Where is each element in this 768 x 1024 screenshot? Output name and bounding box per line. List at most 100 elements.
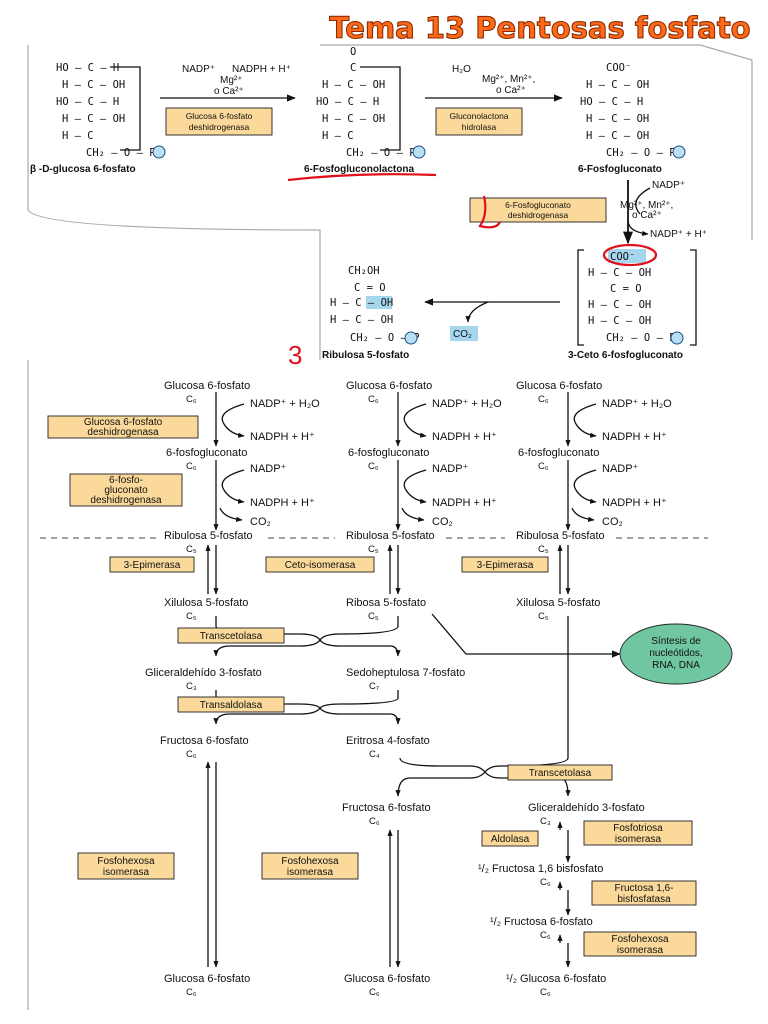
svg-text:H – C – OH: H – C – OH: [588, 299, 651, 311]
svg-text:isomerasa: isomerasa: [287, 867, 334, 878]
svg-text:NADP⁺: NADP⁺: [652, 180, 685, 191]
svg-text:Fosfohexosa: Fosfohexosa: [611, 934, 669, 945]
co2-arrow: [401, 507, 425, 522]
metabolite-product: Ribosa 5-fosfato: [346, 597, 426, 609]
svg-text:H – C – OH: H – C – OH: [586, 130, 649, 142]
svg-text:deshidrogenasa: deshidrogenasa: [189, 122, 250, 132]
molecule-name: Ribulosa 5-fosfato: [322, 350, 409, 361]
enzyme-label: 3-Epimerasa: [477, 560, 534, 571]
molecule-glucose-6-phosphate: HO – C – H H – C – OH HO – C – H H – C –…: [30, 62, 166, 175]
svg-text:NADPH + H⁺: NADPH + H⁺: [232, 64, 291, 75]
enzyme-box: [165, 107, 273, 136]
phosphate-icon: [412, 145, 426, 159]
cofactor-in: NADP⁺: [250, 463, 287, 475]
svg-text:Fosfohexosa: Fosfohexosa: [281, 856, 339, 867]
svg-text:H₂O: H₂O: [452, 64, 471, 75]
co2-label: CO₂: [602, 516, 623, 528]
metabolite-product: Xilulosa 5-fosfato: [164, 597, 248, 609]
metabolite-ru5p: Ribulosa 5-fosfato: [346, 530, 435, 542]
cofactor-in: NADP⁺ + H₂O: [602, 398, 672, 410]
svg-text:Fructosa 1,6-: Fructosa 1,6-: [615, 883, 674, 894]
svg-text:CO₂: CO₂: [453, 329, 472, 340]
cofactor-in: NADP⁺ + H₂O: [250, 398, 320, 410]
svg-text:H – C – OH: H – C – OH: [322, 79, 385, 91]
metabolite-f6p: Fructosa 6-fosfato: [160, 735, 249, 747]
svg-text:C₆: C₆: [369, 987, 380, 998]
svg-text:COO⁻: COO⁻: [606, 62, 631, 74]
metabolite-half-fbp: ¹/₂ Fructosa 1,6 bisfosfato: [478, 863, 603, 875]
molecule-name: β -D-glucosa 6-fosfato: [30, 164, 136, 175]
enzyme-box: [469, 197, 607, 223]
svg-text:deshidrogenasa: deshidrogenasa: [87, 427, 159, 438]
metabolite-g6p: Glucosa 6-fosfato: [516, 380, 602, 392]
enzyme-pgi-left: Fosfohexosa isomerasa: [77, 852, 175, 880]
svg-text:H – C – OH: H – C – OH: [588, 267, 651, 279]
svg-text:Mg²⁺, Mn²⁺,: Mg²⁺, Mn²⁺,: [620, 200, 673, 211]
svg-text:o Ca²⁺: o Ca²⁺: [632, 210, 662, 221]
co2-arrow: [219, 507, 243, 522]
svg-text:C = O: C = O: [354, 282, 386, 294]
svg-text:H – C – OH: H – C – OH: [62, 79, 125, 91]
svg-text:Transaldolasa: Transaldolasa: [200, 700, 263, 711]
svg-text:gluconato: gluconato: [104, 485, 148, 496]
svg-text:H – C – OH: H – C – OH: [330, 314, 393, 326]
svg-text:Transcetolasa: Transcetolasa: [529, 768, 592, 779]
metabolite-ru5p: Ribulosa 5-fosfato: [516, 530, 605, 542]
enzyme-box: [265, 556, 375, 573]
metabolite-6pg: 6-fosfogluconato: [166, 447, 247, 459]
carbon-count: C₆: [368, 461, 379, 472]
svg-text:HO – C – H: HO – C – H: [316, 96, 379, 108]
svg-text:H – C: H – C: [62, 130, 94, 142]
metabolite-6pg: 6-fosfogluconato: [348, 447, 429, 459]
carbon-count: C₅: [186, 544, 197, 555]
transketolase-1: Transcetolasa: [177, 616, 401, 657]
transaldolase: Transaldolasa: [177, 690, 401, 725]
svg-text:Aldolasa: Aldolasa: [491, 834, 530, 845]
svg-text:H – C – OH: H – C – OH: [322, 113, 385, 125]
carbon-count: C₆: [368, 394, 379, 405]
circle-annotation: [602, 243, 658, 267]
enzyme-pgi-mid: Fosfohexosa isomerasa: [261, 852, 359, 880]
enzyme-label: Ceto-isomerasa: [285, 560, 356, 571]
metabolite-g3p-right: Gliceraldehído 3-fosfato: [528, 802, 645, 814]
svg-text:CH₂OH: CH₂OH: [348, 265, 380, 277]
decarboxylation-step: CO₂: [424, 298, 560, 341]
cofactor-arrow: [403, 403, 427, 438]
molecule-6-phosphogluconate: COO⁻ H – C – OH HO – C – H H – C – OH H …: [578, 62, 686, 175]
svg-text:Glucosa 6-fosfato: Glucosa 6-fosfato: [186, 111, 253, 121]
enzyme-box: [461, 556, 549, 573]
cofactor-arrow: [573, 403, 597, 438]
svg-text:nucleótidos,: nucleótidos,: [649, 648, 702, 659]
svg-text:H – C – OH: H – C – OH: [62, 113, 125, 125]
phosphate-icon: [404, 331, 418, 345]
svg-text:COO⁻: COO⁻: [610, 251, 635, 263]
co2-label: CO₂: [432, 516, 453, 528]
molecule-ribulose-5-phosphate: CH₂OH C = O H – C – OH H – C – OH CH₂ – …: [288, 265, 420, 370]
metabolite-g6p: Glucosa 6-fosfato: [164, 380, 250, 392]
enzyme-fbpase: Fructosa 1,6- bisfosfatasa: [591, 880, 697, 906]
cofactor-out: NADPH + H⁺: [250, 497, 315, 509]
reaction-step-2: H₂O Mg²⁺, Mn²⁺, o Ca²⁺ Gluconolactona hi…: [425, 64, 563, 136]
metabolite-6pg: 6-fosfogluconato: [518, 447, 599, 459]
molecule-name: 3-Ceto 6-fosfogluconato: [568, 350, 683, 361]
carbon-count: C₆: [186, 461, 197, 472]
svg-text:C₆: C₆: [540, 987, 551, 998]
svg-text:Fosfotriosa: Fosfotriosa: [613, 823, 663, 834]
svg-text:deshidrogenasa: deshidrogenasa: [90, 495, 162, 506]
molecule-name: 6-Fosfogluconato: [578, 164, 662, 175]
cofactor-out: NADPH + H⁺: [432, 431, 497, 443]
carbon-count: C₅: [368, 611, 379, 622]
svg-text:C: C: [350, 62, 356, 74]
svg-text:o Ca²⁺: o Ca²⁺: [496, 85, 526, 96]
carbon-count: C₆: [538, 461, 549, 472]
svg-text:HO – C – H: HO – C – H: [56, 96, 119, 108]
carbon-count: C₆: [186, 394, 197, 405]
svg-text:H – C – OH: H – C – OH: [586, 113, 649, 125]
svg-text:o Ca²⁺: o Ca²⁺: [214, 86, 244, 97]
highlight: [366, 296, 392, 309]
molecule-name: 6-Fosfogluconolactona: [304, 164, 414, 175]
svg-text:RNA, DNA: RNA, DNA: [652, 660, 700, 671]
svg-text:C₃: C₃: [186, 681, 197, 692]
underline-annotation: [287, 173, 437, 182]
